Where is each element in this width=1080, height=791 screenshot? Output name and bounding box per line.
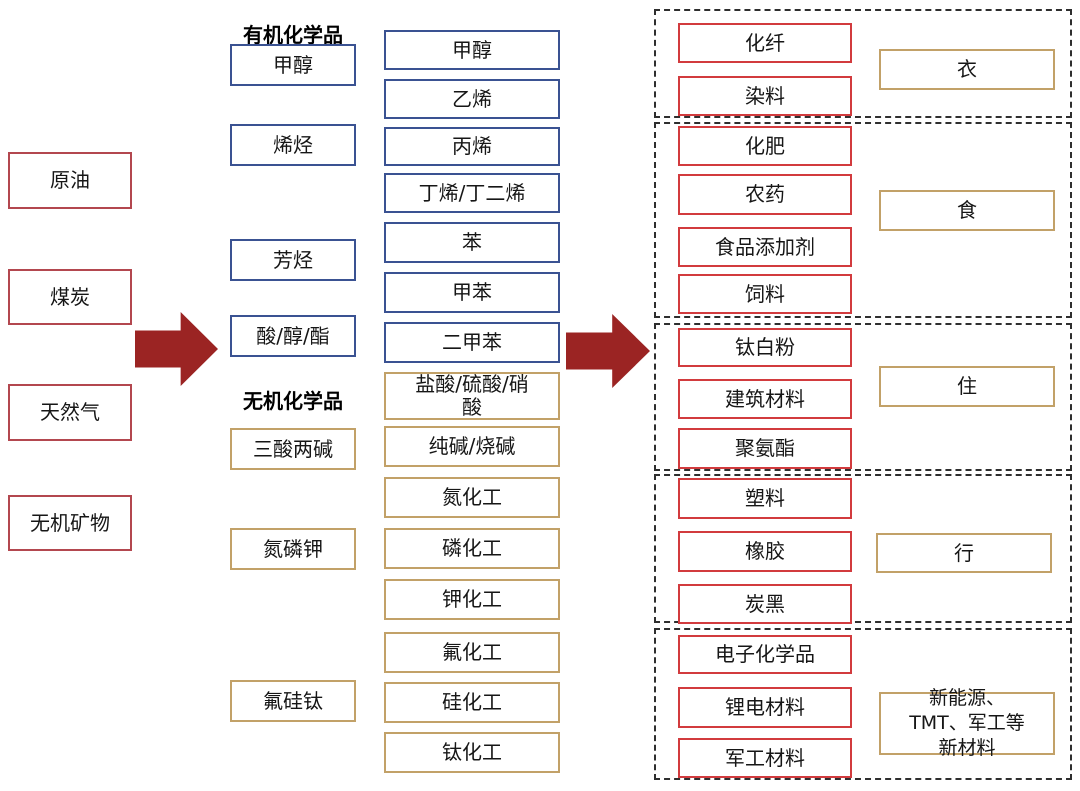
consumption-category-box: 行 <box>876 533 1052 573</box>
application-box: 农药 <box>678 174 852 215</box>
application-box: 化纤 <box>678 23 852 63</box>
application-box: 钛白粉 <box>678 328 852 367</box>
inorganic-category-box: 氟硅钛 <box>230 680 356 722</box>
consumption-category-box: 食 <box>879 190 1055 231</box>
application-box: 电子化学品 <box>678 635 852 674</box>
application-box: 食品添加剂 <box>678 227 852 267</box>
inorganic-product-box: 钛化工 <box>384 732 560 773</box>
inorganic-product-box: 硅化工 <box>384 682 560 723</box>
raw-material-box: 天然气 <box>8 384 132 441</box>
organic-product-box: 丁烯/丁二烯 <box>384 173 560 213</box>
raw-material-box: 煤炭 <box>8 269 132 325</box>
application-box: 化肥 <box>678 126 852 166</box>
application-box: 饲料 <box>678 274 852 314</box>
inorganic-product-box: 纯碱/烧碱 <box>384 426 560 467</box>
inorganic-chemicals-header: 无机化学品 <box>243 389 343 413</box>
organic-product-box: 乙烯 <box>384 79 560 119</box>
consumption-group-transport <box>654 474 1072 623</box>
organic-category-box: 烯烃 <box>230 124 356 166</box>
inorganic-product-box: 盐酸/硫酸/硝 酸 <box>384 372 560 420</box>
inorganic-category-box: 三酸两碱 <box>230 428 356 470</box>
application-box: 建筑材料 <box>678 379 852 419</box>
organic-product-box: 丙烯 <box>384 127 560 166</box>
flow-arrow-icon <box>135 312 218 386</box>
consumption-group-new-materials <box>654 628 1072 780</box>
inorganic-product-box: 钾化工 <box>384 579 560 620</box>
flow-arrow-icon <box>566 314 650 388</box>
raw-material-box: 无机矿物 <box>8 495 132 551</box>
inorganic-product-box: 氮化工 <box>384 477 560 518</box>
consumption-category-box: 住 <box>879 366 1055 407</box>
inorganic-category-box: 氮磷钾 <box>230 528 356 570</box>
application-box: 炭黑 <box>678 584 852 624</box>
application-box: 塑料 <box>678 478 852 519</box>
raw-material-box: 原油 <box>8 152 132 209</box>
organic-product-box: 二甲苯 <box>384 322 560 363</box>
organic-product-box: 甲苯 <box>384 272 560 313</box>
application-box: 军工材料 <box>678 738 852 778</box>
inorganic-product-box: 氟化工 <box>384 632 560 673</box>
application-box: 锂电材料 <box>678 687 852 728</box>
consumption-group-clothing <box>654 9 1072 118</box>
organic-chemicals-header: 有机化学品 <box>243 23 343 47</box>
consumption-group-food <box>654 122 1072 318</box>
application-box: 橡胶 <box>678 531 852 572</box>
consumption-category-box: 新能源、 TMT、军工等 新材料 <box>879 687 1055 759</box>
organic-product-box: 甲醇 <box>384 30 560 70</box>
application-box: 聚氨酯 <box>678 428 852 469</box>
organic-category-box: 甲醇 <box>230 44 356 86</box>
consumption-group-housing <box>654 323 1072 471</box>
consumption-category-box: 衣 <box>879 49 1055 90</box>
organic-category-box: 酸/醇/酯 <box>230 315 356 357</box>
inorganic-product-box: 磷化工 <box>384 528 560 569</box>
organic-product-box: 苯 <box>384 222 560 263</box>
application-box: 染料 <box>678 76 852 116</box>
organic-category-box: 芳烃 <box>230 239 356 281</box>
